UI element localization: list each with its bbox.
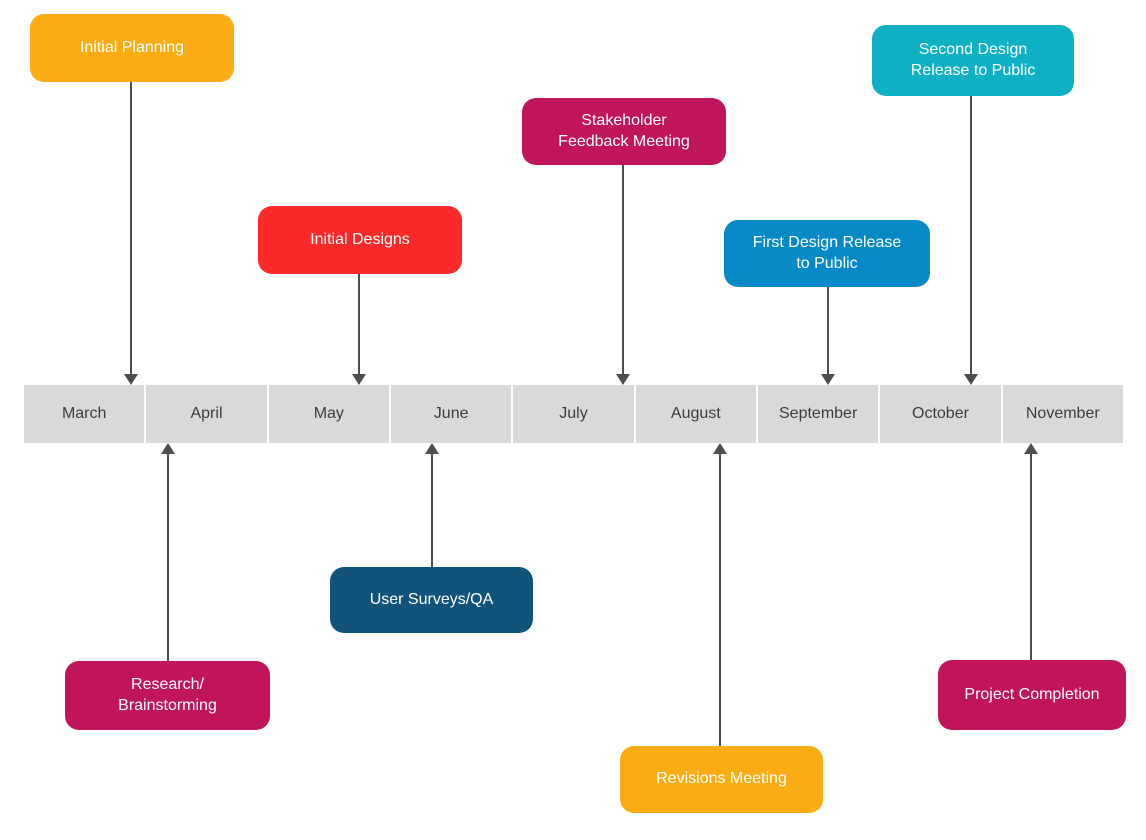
- event-box-research-brainstorming: Research/ Brainstorming: [65, 661, 270, 730]
- month-cell-october: October: [880, 385, 1001, 443]
- month-cell-march: March: [24, 385, 145, 443]
- event-box-initial-planning: Initial Planning: [30, 14, 234, 82]
- month-cell-november: November: [1002, 385, 1123, 443]
- arrow-shaft: [622, 165, 624, 374]
- month-cell-august: August: [635, 385, 756, 443]
- arrow-shaft: [827, 287, 829, 374]
- event-box-first-design-release-to-public: First Design Release to Public: [724, 220, 930, 287]
- arrow-shaft: [431, 454, 433, 567]
- event-box-second-design-release-to-public: Second Design Release to Public: [872, 25, 1074, 96]
- arrow-head-up-icon: [713, 443, 727, 454]
- month-cell-july: July: [513, 385, 634, 443]
- arrow-shaft: [130, 82, 132, 374]
- arrow-shaft: [358, 274, 360, 374]
- event-box-stakeholder-feedback-meeting: Stakeholder Feedback Meeting: [522, 98, 726, 165]
- month-cell-april: April: [146, 385, 267, 443]
- arrow-head-up-icon: [1024, 443, 1038, 454]
- event-box-initial-designs: Initial Designs: [258, 206, 462, 274]
- arrow-shaft: [1030, 454, 1032, 660]
- month-cell-may: May: [268, 385, 389, 443]
- month-cell-september: September: [757, 385, 879, 443]
- arrow-shaft: [719, 454, 721, 746]
- arrow-head-down-icon: [352, 374, 366, 385]
- arrow-head-down-icon: [616, 374, 630, 385]
- arrow-head-up-icon: [161, 443, 175, 454]
- arrow-head-down-icon: [964, 374, 978, 385]
- arrow-shaft: [970, 96, 972, 374]
- event-box-user-surveys-qa: User Surveys/QA: [330, 567, 533, 633]
- arrow-head-up-icon: [425, 443, 439, 454]
- arrow-head-down-icon: [821, 374, 835, 385]
- timeline-bar: March April May June July August Septemb…: [24, 385, 1123, 443]
- month-cell-june: June: [390, 385, 512, 443]
- event-box-revisions-meeting: Revisions Meeting: [620, 746, 823, 813]
- arrow-head-down-icon: [124, 374, 138, 385]
- arrow-shaft: [167, 454, 169, 661]
- event-box-project-completion: Project Completion: [938, 660, 1126, 730]
